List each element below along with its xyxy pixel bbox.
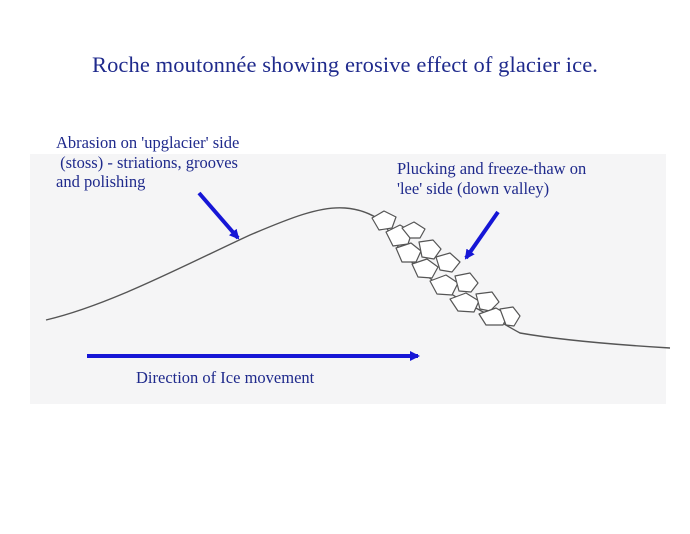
plucking-label-line: 'lee' side (down valley): [397, 178, 550, 198]
rock-block: [475, 291, 500, 312]
rock-block: [435, 252, 461, 273]
rock-block: [401, 221, 426, 239]
rock-block: [371, 210, 397, 231]
abrasion-label-line: and polishing: [56, 172, 146, 191]
rock-block: [411, 258, 439, 279]
abrasion-label-line: (stoss) - striations, grooves: [56, 152, 238, 172]
roche-moutonnee-profile: [45, 207, 671, 349]
rock-block: [454, 272, 479, 293]
abrasion-label-line: Abrasion on 'upglacier' side: [56, 133, 240, 152]
rock-block: [395, 242, 422, 263]
plucked-rock-blocks: [371, 210, 521, 327]
abrasion-label: Abrasion on 'upglacier' side (stoss) - s…: [56, 133, 239, 192]
rock-block: [449, 292, 480, 313]
plucking-label-line: Plucking and freeze-thaw on: [397, 159, 587, 178]
direction-label: Direction of Ice movement: [136, 368, 315, 387]
rock-block: [499, 306, 521, 327]
abrasion-arrow: [197, 191, 240, 240]
rock-block: [429, 274, 459, 296]
diagram-title: Roche moutonnée showing erosive effect o…: [91, 52, 599, 77]
plucking-arrow: [464, 210, 500, 260]
plucking-label: Plucking and freeze-thaw on 'lee' side (…: [397, 159, 586, 198]
rock-block: [418, 239, 442, 260]
diagram-panel: [30, 154, 666, 404]
